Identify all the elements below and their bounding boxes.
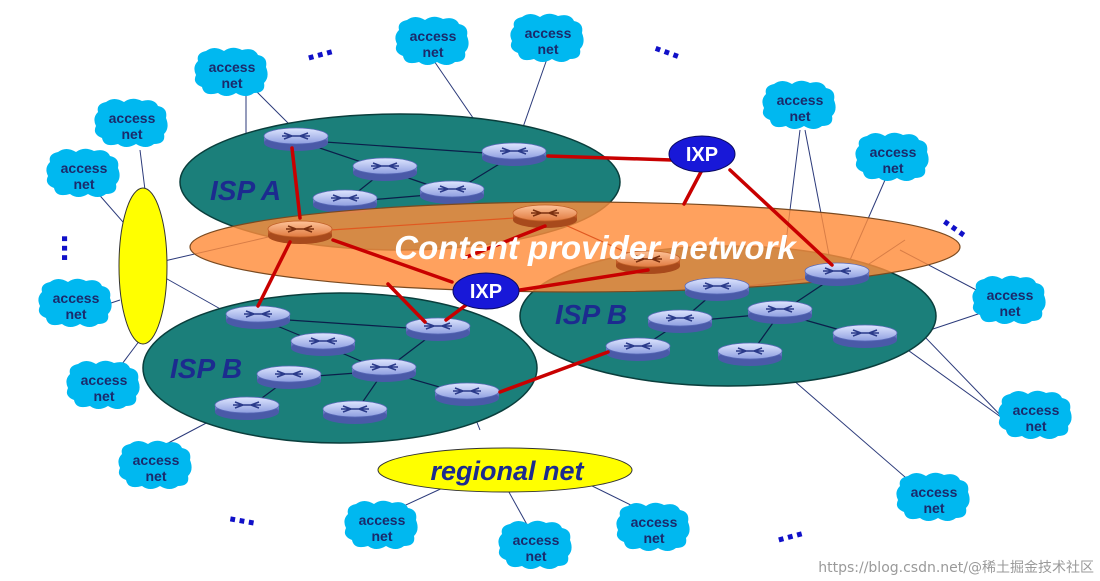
access-net-label: access <box>209 59 256 75</box>
router-icon <box>419 180 485 205</box>
watermark: https://blog.csdn.net/@稀土掘金技术社区 <box>818 560 1094 576</box>
ellipsis-bottom-right: ... <box>769 507 806 551</box>
ixp-top-label: IXP <box>686 144 718 166</box>
router-icon <box>322 400 388 425</box>
access-net-label: net <box>883 160 904 176</box>
regional-net-label: regional net <box>430 456 584 486</box>
access-net-label: net <box>423 44 444 60</box>
ellipsis-bottom-left: ... <box>226 491 261 533</box>
access-net-label: net <box>790 108 811 124</box>
access-net-label: net <box>94 388 115 404</box>
content-provider-label: Content provider network <box>394 229 797 266</box>
access-net-label: access <box>81 372 128 388</box>
router-icon <box>747 300 813 325</box>
access-net-label: net <box>74 176 95 192</box>
router-icon <box>717 342 783 367</box>
ixp-middle-label: IXP <box>470 281 502 303</box>
ellipsis-left: ... <box>54 234 92 262</box>
access-net-label: access <box>513 532 560 548</box>
router-icon <box>832 324 898 349</box>
ellipsis-top-right: ... <box>650 22 690 67</box>
access-net-label: net <box>1000 303 1021 319</box>
access-net-label: access <box>911 484 958 500</box>
content-provider-network <box>189 201 961 293</box>
access-net-label: access <box>525 25 572 41</box>
access-net-label: access <box>1013 402 1060 418</box>
access-net-label: net <box>372 528 393 544</box>
router-icon <box>352 157 418 182</box>
router-icon <box>225 305 291 330</box>
access-net-label: access <box>870 144 917 160</box>
router-icon <box>256 365 322 390</box>
access-net-label: net <box>924 500 945 516</box>
isp-b-right-label: ISP B <box>555 299 627 330</box>
router-icon <box>263 127 329 152</box>
access-net-label: access <box>133 452 180 468</box>
isp-a-label: ISP A <box>210 175 281 206</box>
access-net-label: net <box>222 75 243 91</box>
access-net-label: access <box>410 28 457 44</box>
access-net-label: net <box>1026 418 1047 434</box>
access-net-label: access <box>53 290 100 306</box>
router-icon <box>647 309 713 334</box>
access-net-label: net <box>66 306 87 322</box>
router-icon <box>267 220 333 245</box>
access-net-label: net <box>146 468 167 484</box>
router-icon <box>214 396 280 421</box>
access-net-label: access <box>61 160 108 176</box>
access-net-label: net <box>644 530 665 546</box>
router-icon <box>405 317 471 342</box>
access-net-clouds: accessnetaccessnetaccessnetaccessnetacce… <box>38 13 1072 569</box>
access-net-label: access <box>777 92 824 108</box>
router-icon <box>481 142 547 167</box>
access-net-label: access <box>631 514 678 530</box>
access-net-label: access <box>109 110 156 126</box>
ellipsis-top-left: ... <box>299 25 336 69</box>
router-icon <box>290 332 356 357</box>
access-aggregator <box>118 187 168 345</box>
ixp-top <box>668 135 736 173</box>
router-icon <box>351 358 417 383</box>
access-net-label: net <box>526 548 547 564</box>
access-net-label: net <box>122 126 143 142</box>
router-icon <box>684 277 750 302</box>
router-icon <box>605 337 671 362</box>
isp-b-left-label: ISP B <box>170 353 242 384</box>
access-net-label: access <box>359 512 406 528</box>
ixp-middle <box>452 272 520 310</box>
router-icon <box>804 262 870 287</box>
router-icon <box>434 382 500 407</box>
peering-links <box>256 146 834 394</box>
access-net-label: access <box>987 287 1034 303</box>
access-net-label: net <box>538 41 559 57</box>
regional-net <box>377 447 633 493</box>
